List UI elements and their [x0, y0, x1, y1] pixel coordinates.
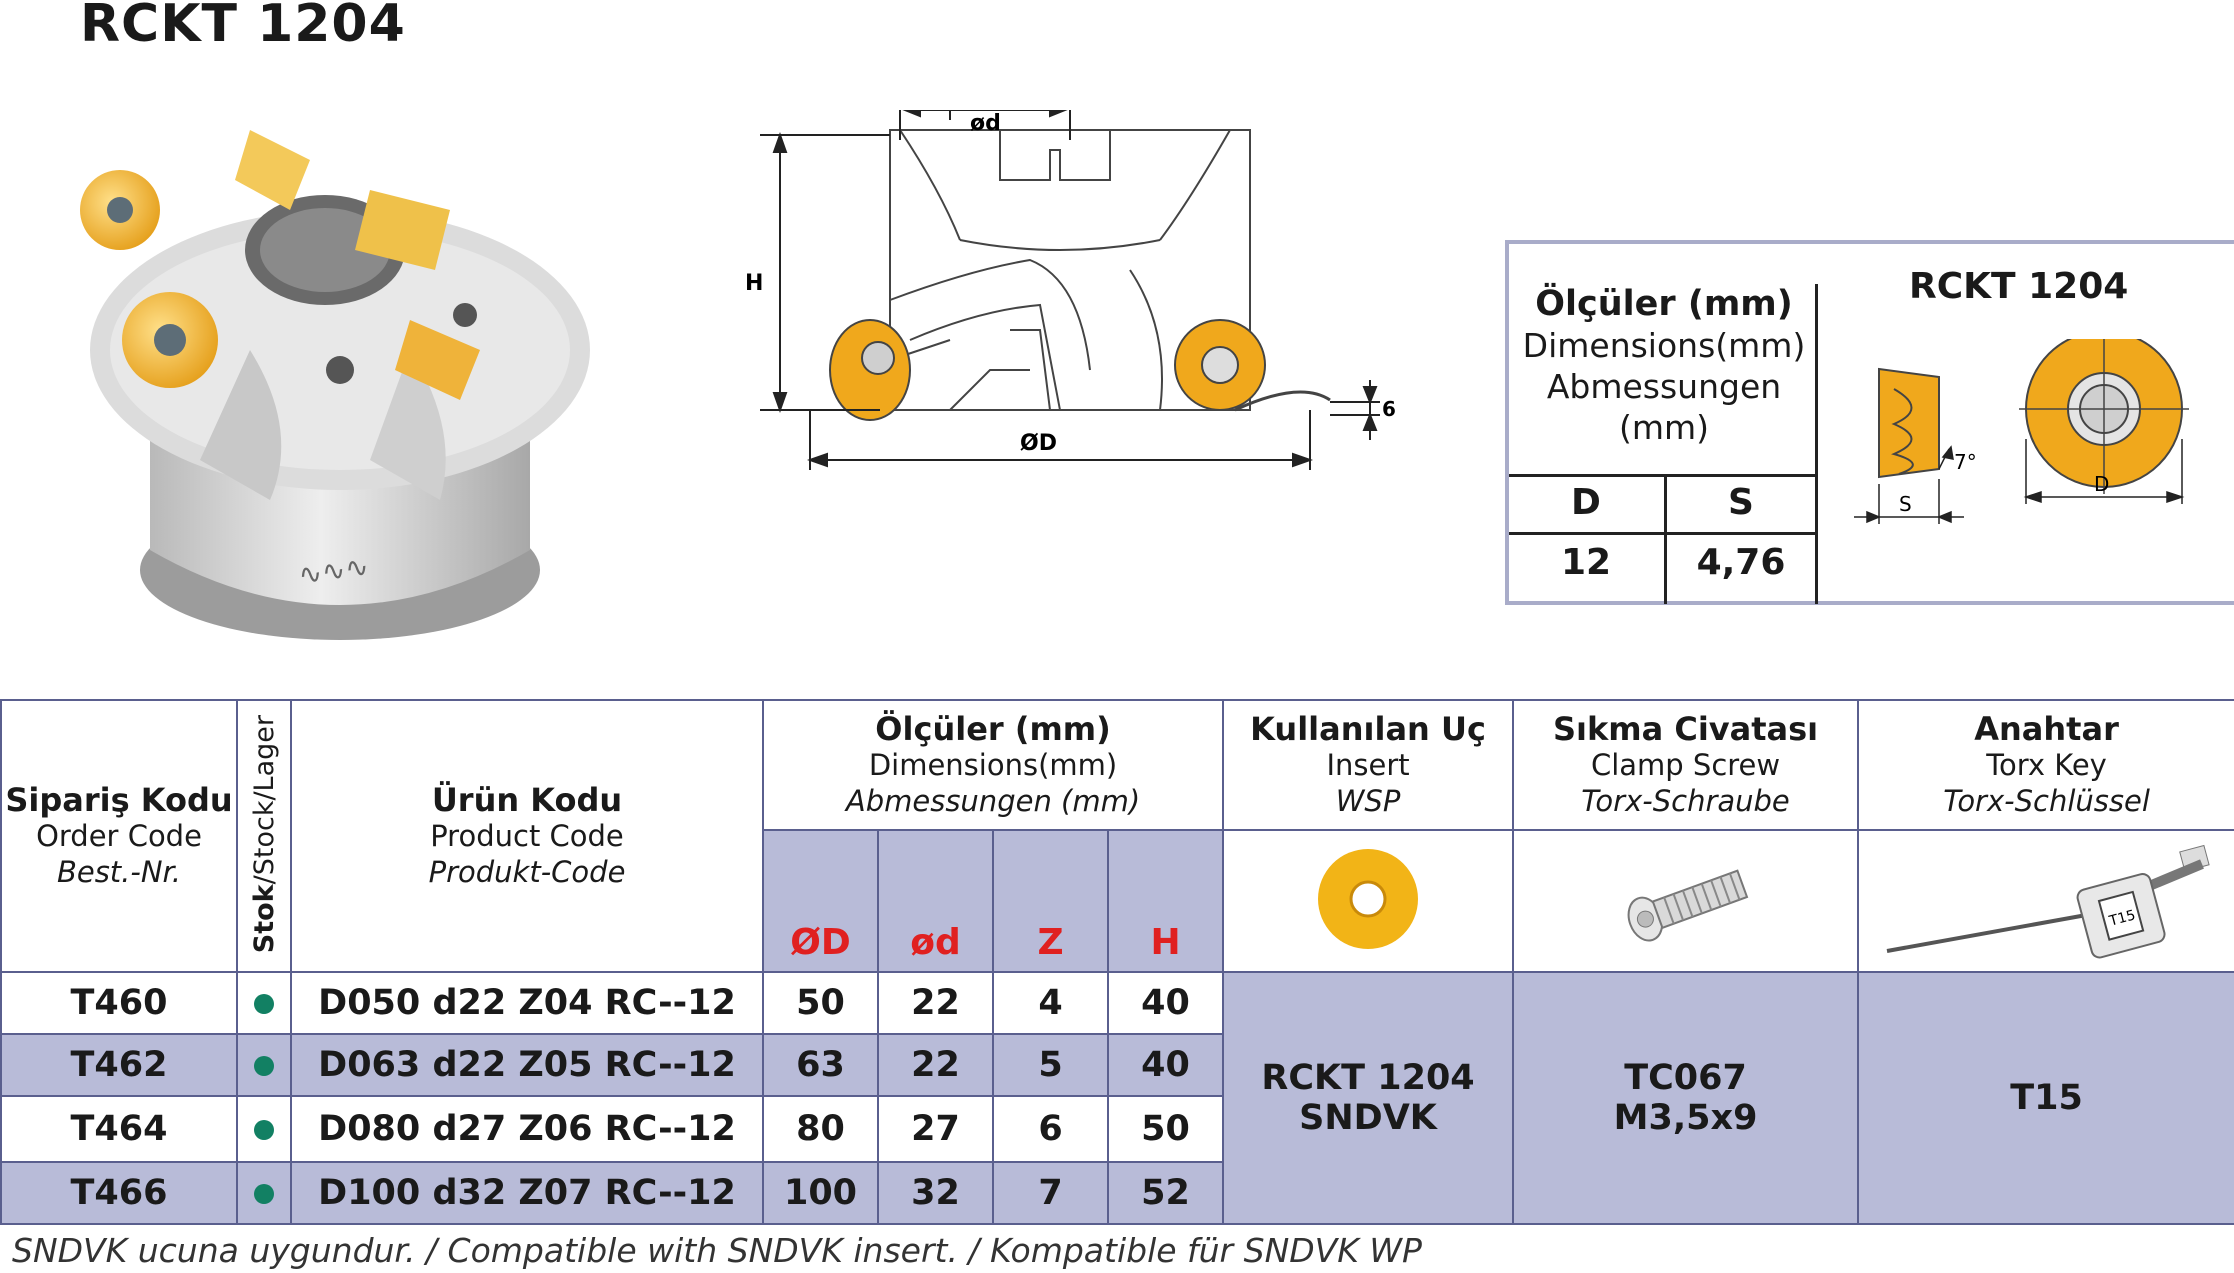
dim-col-OD: ØD: [762, 829, 879, 973]
cell-H: 52: [1106, 1161, 1225, 1225]
cell-stock: [236, 1161, 292, 1225]
header-stock: Stok/Stock/Lager: [236, 699, 292, 973]
insert-image: [1222, 829, 1515, 973]
cell-H: 40: [1106, 971, 1225, 1035]
header-clamp-screw: Sıkma Civatası Clamp Screw Torx-Schraube: [1512, 699, 1860, 831]
stock-dot: [254, 1120, 274, 1140]
header-product-code: Ürün Kodu Product Code Produkt-Code: [290, 699, 764, 973]
cell-key-value: T15: [1857, 971, 2234, 1225]
divider: [1509, 474, 1818, 477]
stock-dot: [254, 1056, 274, 1076]
divider: [1509, 532, 1818, 535]
cell-Z: 5: [992, 1033, 1109, 1097]
header-dimensions: Ölçüler (mm) Dimensions(mm) Abmessungen …: [761, 699, 1225, 831]
ins-label-D: D: [2094, 472, 2109, 496]
screw-icon: [1627, 869, 1748, 942]
dim-col-Z: Z: [992, 829, 1109, 973]
header-torx-key: Anahtar Torx Key Torx-Schlüssel: [1857, 699, 2234, 831]
drawing-label-d: ød: [970, 111, 1001, 136]
cell-stock: [236, 1095, 292, 1163]
cell-order-code: T462: [0, 1033, 238, 1097]
header-insert: Kullanılan Uç Insert WSP: [1222, 699, 1515, 831]
cell-D: 100: [762, 1161, 879, 1225]
stock-dot: [254, 994, 274, 1014]
cell-d: 32: [877, 1161, 994, 1225]
cell-Z: 4: [992, 971, 1109, 1035]
cell-product-code: D080 d27 Z06 RC--12: [290, 1095, 764, 1163]
cell-Z: 6: [992, 1095, 1109, 1163]
drawing-label-H: H: [745, 271, 763, 296]
table-row: T464 D080 d27 Z06 RC--12 80 27 6 50: [0, 1095, 2234, 1163]
table-row: T460 D050 d22 Z04 RC--12 50 22 4 40 RCKT…: [0, 971, 2234, 1225]
dim-head-bold: Ölçüler (mm): [1535, 284, 1793, 324]
cell-d: 22: [877, 971, 994, 1035]
divider: [1815, 284, 1818, 604]
drawing-label-D: ØD: [1020, 431, 1057, 456]
product-photo: ∿∿∿: [80, 130, 590, 640]
cell-order-code: T466: [0, 1161, 238, 1225]
cell-D: 63: [762, 1033, 879, 1097]
cell-d: 27: [877, 1095, 994, 1163]
technical-drawing: ød H ØD 6: [745, 110, 1396, 470]
dim-col-H: H: [1106, 829, 1225, 973]
cell-stock: [236, 1033, 292, 1097]
torx-key-image: T15: [1857, 829, 2234, 973]
page-title: RCKT 1204: [80, 0, 406, 54]
torx-key-tag: T15: [2106, 907, 2137, 930]
cell-d: 22: [877, 1033, 994, 1097]
table-row: T462 D063 d22 Z05 RC--12 63 22 5 40: [0, 1033, 2234, 1097]
stock-dot: [254, 1184, 274, 1204]
cell-H: 50: [1106, 1095, 1225, 1163]
cell-product-code: D063 d22 Z05 RC--12: [290, 1033, 764, 1097]
header-order-code: Sipariş Kodu Order Code Best.-Nr.: [0, 699, 238, 973]
dimension-box-header: Ölçüler (mm) Dimensions(mm) Abmessungen …: [1509, 284, 1819, 448]
table-row: T466 D100 d32 Z07 RC--12 100 32 7 52: [0, 1161, 2234, 1225]
drawing-label-6: 6: [1382, 397, 1396, 421]
dim-col-od: ød: [877, 829, 994, 973]
product-table: Sipariş Kodu Order Code Best.-Nr. Stok/S…: [0, 699, 2234, 1225]
ins-label-S: S: [1899, 492, 1912, 516]
ins-label-angle: 7°: [1954, 450, 1977, 474]
cell-product-code: D050 d22 Z04 RC--12: [290, 971, 764, 1035]
clamp-screw-image: [1512, 829, 1860, 973]
cell-D: 50: [762, 971, 879, 1035]
insert-dimension-box: Ölçüler (mm) Dimensions(mm) Abmessungen …: [1505, 240, 2234, 605]
dim-col-D: D: [1571, 482, 1601, 523]
cell-H: 40: [1106, 1033, 1225, 1097]
cell-D: 80: [762, 1095, 879, 1163]
torx-key-icon: T15: [1886, 844, 2210, 959]
dim-val-S: 4,76: [1696, 542, 1786, 583]
insert-drawing: S 7° D: [1854, 339, 2189, 524]
cell-order-code: T460: [0, 971, 238, 1035]
cell-stock: [236, 971, 292, 1035]
dim-head-line3: Abmessungen: [1546, 367, 1782, 406]
dim-head-line4: (mm): [1618, 408, 1710, 447]
dim-col-S: S: [1728, 482, 1754, 523]
cell-product-code: D100 d32 Z07 RC--12: [290, 1161, 764, 1225]
footnote: SNDVK ucuna uygundur. / Compatible with …: [12, 1231, 1422, 1270]
cell-order-code: T464: [0, 1095, 238, 1163]
dim-val-D: 12: [1560, 542, 1612, 583]
insert-icon: [1318, 849, 1419, 949]
cell-Z: 7: [992, 1161, 1109, 1225]
insert-title: RCKT 1204: [1909, 266, 2129, 307]
dim-head-line2: Dimensions(mm): [1522, 326, 1806, 365]
divider: [1664, 474, 1667, 604]
